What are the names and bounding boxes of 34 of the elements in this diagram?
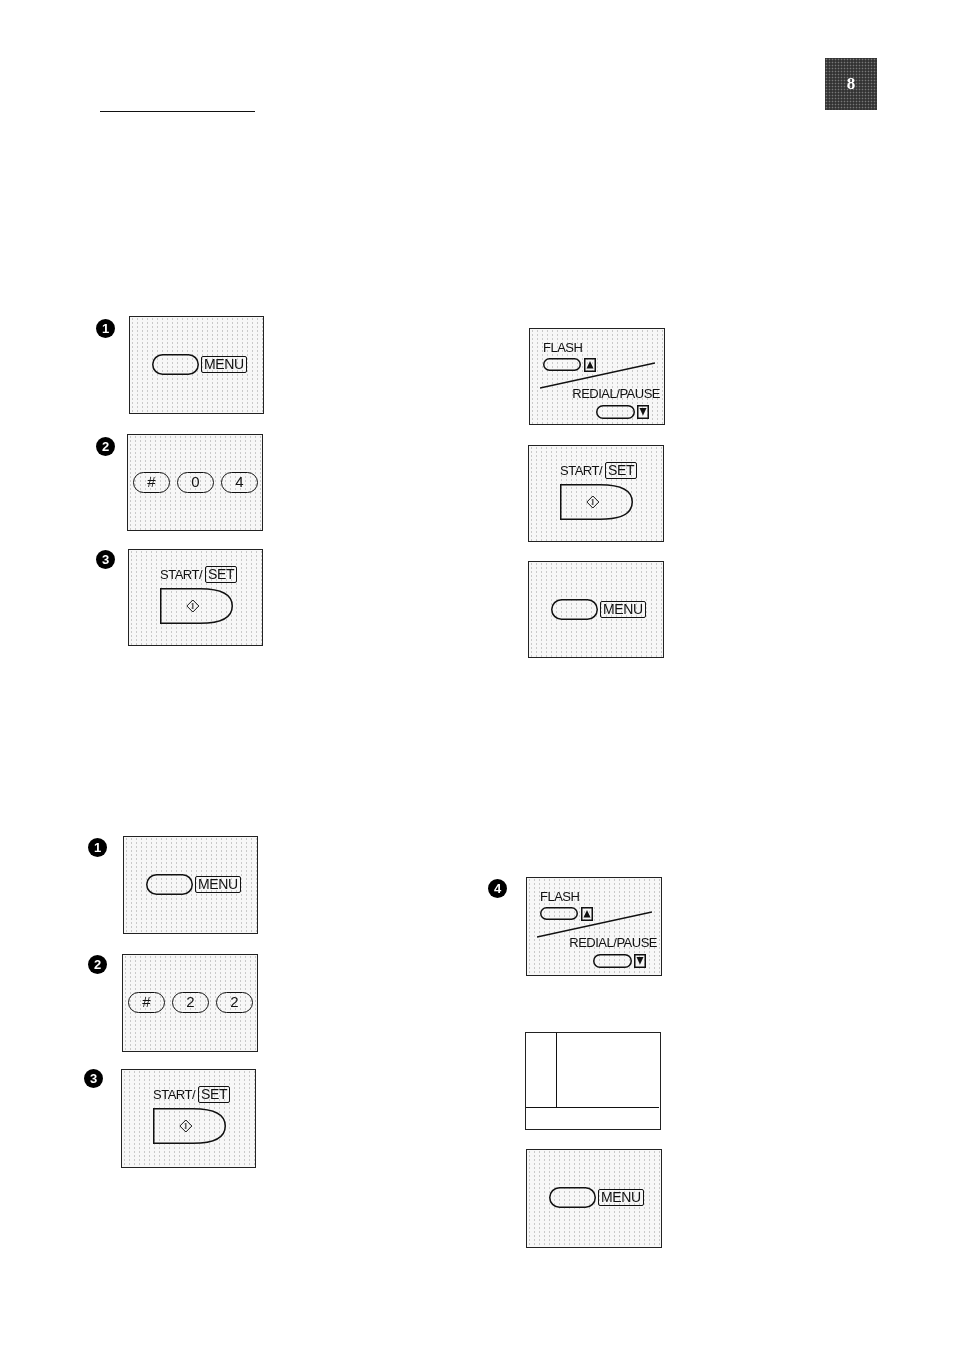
key-panel [123,836,258,934]
key-panel [528,445,664,542]
step-number: 4 [488,879,507,898]
key-panel [121,1069,256,1168]
display-frame [525,1032,661,1130]
key-label: SET [205,566,238,583]
step-number: 3 [96,550,115,569]
key-label: SET [605,462,638,479]
key-label: FLASH [543,340,584,355]
step-number: 2 [88,955,107,974]
key-label: START/ [153,1086,197,1103]
key-panel [122,954,258,1052]
key-label: START/ [560,462,604,479]
key-label: MENU [201,356,247,373]
key-label: FLASH [540,889,581,904]
key-panel [529,328,665,425]
step-number: 3 [84,1069,103,1088]
key-panel [128,549,263,646]
key-label: MENU [598,1189,644,1206]
key-panel [526,877,662,976]
key-label: REDIAL/PAUSE [572,386,661,401]
key-label: MENU [195,876,241,893]
step-number: 1 [88,838,107,857]
key-panel [129,316,264,414]
page-number: 8 [825,58,877,110]
key-label: REDIAL/PAUSE [569,935,658,950]
key-panel [127,434,263,531]
step-number: 2 [96,437,115,456]
key-label: START/ [160,566,204,583]
key-label: MENU [600,601,646,618]
key-panel [528,561,664,658]
step-number: 1 [96,319,115,338]
key-label: SET [198,1086,231,1103]
key-panel [526,1149,662,1248]
